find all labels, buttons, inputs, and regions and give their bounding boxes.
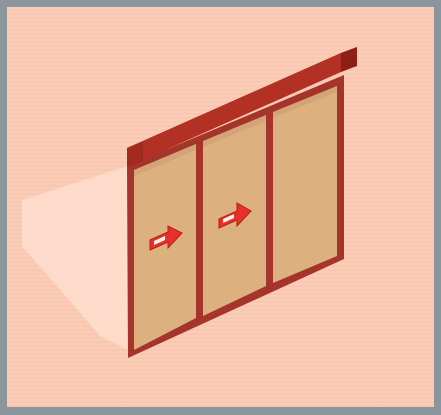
track-side [341,47,357,72]
panel-shade-left [134,144,196,176]
motion-arrow-icon [149,225,183,251]
sensor-field [22,166,132,352]
track-front [127,53,341,167]
track-left-end [127,142,143,167]
panel-shade-right [273,86,337,118]
panel-shade-middle [203,115,266,147]
door-panel-right [273,86,337,283]
door-panel-left [134,144,196,350]
motion-arrow-icon [218,202,252,229]
